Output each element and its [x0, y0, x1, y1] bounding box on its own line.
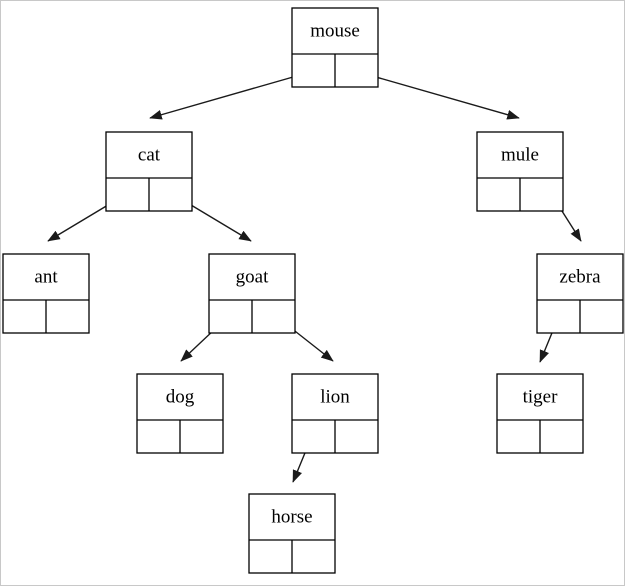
tree-node-cat[interactable]: cat: [105, 131, 193, 212]
node-label-cat: cat: [138, 144, 161, 165]
node-label-horse: horse: [271, 506, 312, 527]
node-label-ant: ant: [34, 266, 58, 287]
edge-mouse-to-cat: [149, 70, 315, 120]
tree-node-dog[interactable]: dog: [136, 373, 224, 454]
tree-node-zebra[interactable]: zebra: [536, 253, 624, 334]
node-label-zebra: zebra: [559, 266, 601, 287]
node-label-dog: dog: [166, 386, 195, 407]
tree-node-mule[interactable]: mule: [476, 131, 564, 212]
tree-node-ant[interactable]: ant: [2, 253, 90, 334]
tree-node-horse[interactable]: horse: [248, 493, 336, 574]
node-label-mouse: mouse: [310, 20, 360, 41]
tree-node-goat[interactable]: goat: [208, 253, 296, 334]
node-label-lion: lion: [320, 386, 350, 407]
tree-node-lion[interactable]: lion: [291, 373, 379, 454]
tree-node-tiger[interactable]: tiger: [496, 373, 584, 454]
node-label-tiger: tiger: [523, 386, 558, 407]
nodes-layer: mouse cat mule ant goat zebra dog lion tiger hors…: [2, 7, 624, 574]
node-label-goat: goat: [236, 266, 269, 287]
node-outline: [136, 373, 224, 454]
tree-node-mouse[interactable]: mouse: [291, 7, 379, 88]
edge-mouse-to-mule: [354, 70, 520, 120]
node-label-mule: mule: [501, 144, 539, 165]
